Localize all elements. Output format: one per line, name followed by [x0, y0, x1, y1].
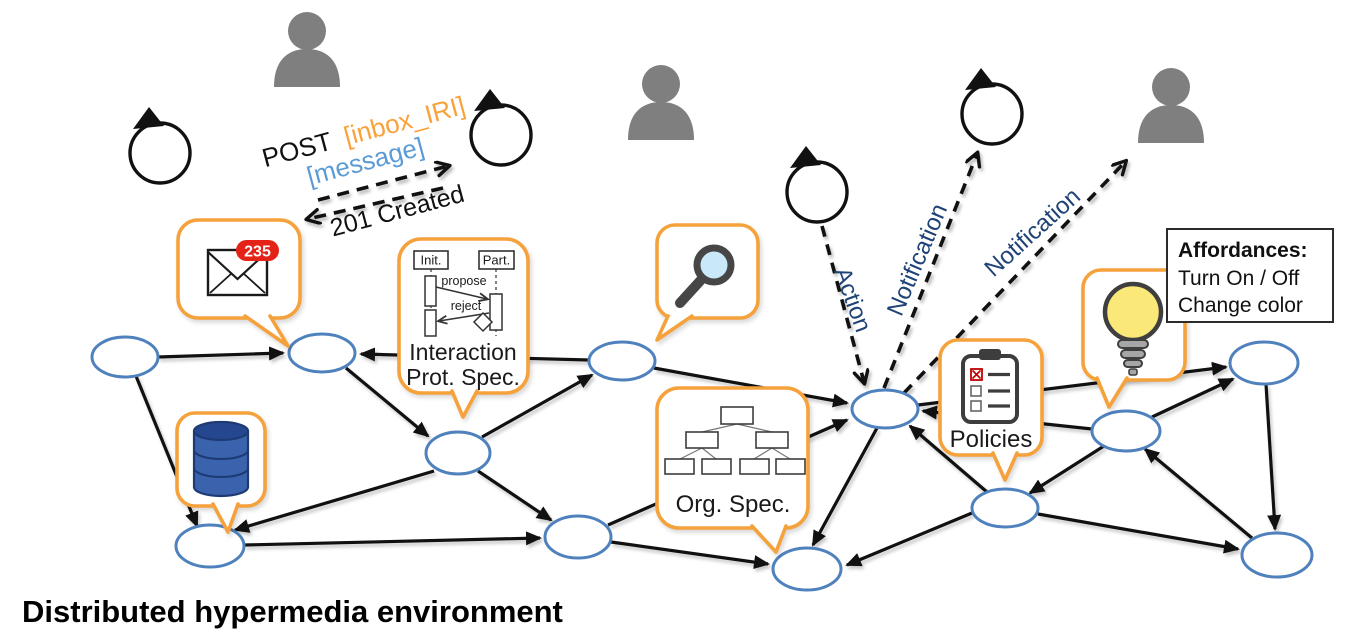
edge	[1151, 377, 1235, 419]
sequence-diagram-icon: Init. Part. propose reject	[413, 250, 515, 337]
graph-node	[1240, 531, 1314, 579]
graph-edges	[134, 346, 1282, 569]
edge	[610, 540, 770, 569]
search-callout	[655, 223, 760, 342]
affordance-item: Change color	[1178, 294, 1303, 317]
notification-label-left: Notification	[882, 200, 953, 320]
agent-loop-icon	[960, 66, 1024, 146]
notification-label-right: Notification	[980, 183, 1086, 283]
action-arrow	[820, 225, 864, 382]
org-tree-icon	[664, 406, 806, 475]
interaction-label-line1: Interaction	[409, 339, 516, 365]
badge-count: 235	[244, 244, 271, 261]
person-icon	[1138, 68, 1204, 143]
seq-propose-label: propose	[441, 274, 486, 288]
unread-count-badge: 235	[236, 240, 279, 261]
notification-arrow-right	[902, 162, 1125, 395]
graph-node	[90, 335, 160, 379]
edge	[157, 346, 285, 361]
graph-nodes	[90, 332, 1314, 592]
magnifier-icon	[675, 244, 735, 308]
edge	[845, 511, 973, 567]
person-icon	[628, 65, 694, 140]
edge	[908, 424, 989, 494]
inbox-callout: 235	[176, 218, 302, 348]
agent-icons	[128, 12, 1204, 224]
response-arrow	[308, 186, 444, 219]
graph-node-hub	[850, 388, 920, 430]
agent-interaction-arrows	[820, 154, 1125, 395]
edge	[481, 373, 594, 439]
graph-node	[1090, 409, 1162, 453]
agent-loop-icon	[469, 87, 533, 167]
policies-callout: Policies	[938, 338, 1044, 482]
seq-initiator-label: Init.	[421, 253, 442, 268]
edge	[477, 469, 553, 522]
org-spec-label: Org. Spec.	[676, 491, 791, 518]
graph-node	[174, 523, 246, 569]
graph-node	[287, 332, 357, 374]
edge	[811, 427, 879, 547]
person-icon	[274, 12, 340, 87]
edge	[233, 469, 435, 533]
agent-loop-icon	[128, 105, 192, 185]
affordances-heading: Affordances:	[1178, 239, 1308, 262]
affordance-item: Turn On / Off	[1178, 267, 1300, 290]
database-icon	[192, 420, 250, 498]
graph-node	[543, 514, 613, 560]
agent-loop-icon	[785, 144, 849, 224]
interaction-label-line2: Prot. Spec.	[406, 364, 520, 390]
http-exchange-arrows	[308, 166, 448, 219]
policies-label: Policies	[950, 426, 1033, 453]
graph-node	[424, 430, 492, 476]
action-label: Action	[828, 264, 876, 336]
seq-participant-label: Part.	[483, 253, 510, 268]
affordances-box: Affordances: Turn On / Off Change color	[1166, 228, 1334, 323]
seq-reject-label: reject	[451, 299, 482, 313]
graph-node	[587, 340, 657, 382]
lightbulb-callout	[1081, 268, 1187, 409]
edge	[243, 531, 542, 547]
graph-node	[1228, 340, 1300, 386]
org-spec-callout: Org. Spec.	[655, 386, 810, 554]
database-callout	[175, 411, 267, 534]
edge	[1037, 512, 1240, 554]
lightbulb-icon	[1102, 281, 1164, 376]
graph-node	[771, 546, 843, 592]
notification-arrow-left	[882, 154, 977, 389]
edge	[1264, 383, 1282, 531]
edge	[1143, 447, 1254, 540]
checklist-icon	[961, 349, 1019, 424]
graph-node	[970, 487, 1040, 529]
edge	[1028, 444, 1105, 495]
edge	[653, 366, 849, 408]
response-label: 201 Created	[327, 180, 467, 243]
edge	[344, 366, 430, 438]
request-arrow	[317, 166, 448, 202]
interaction-protocol-callout: Init. Part. propose reject Interaction P…	[397, 237, 530, 419]
diagram-title: Distributed hypermedia environment	[22, 594, 563, 629]
